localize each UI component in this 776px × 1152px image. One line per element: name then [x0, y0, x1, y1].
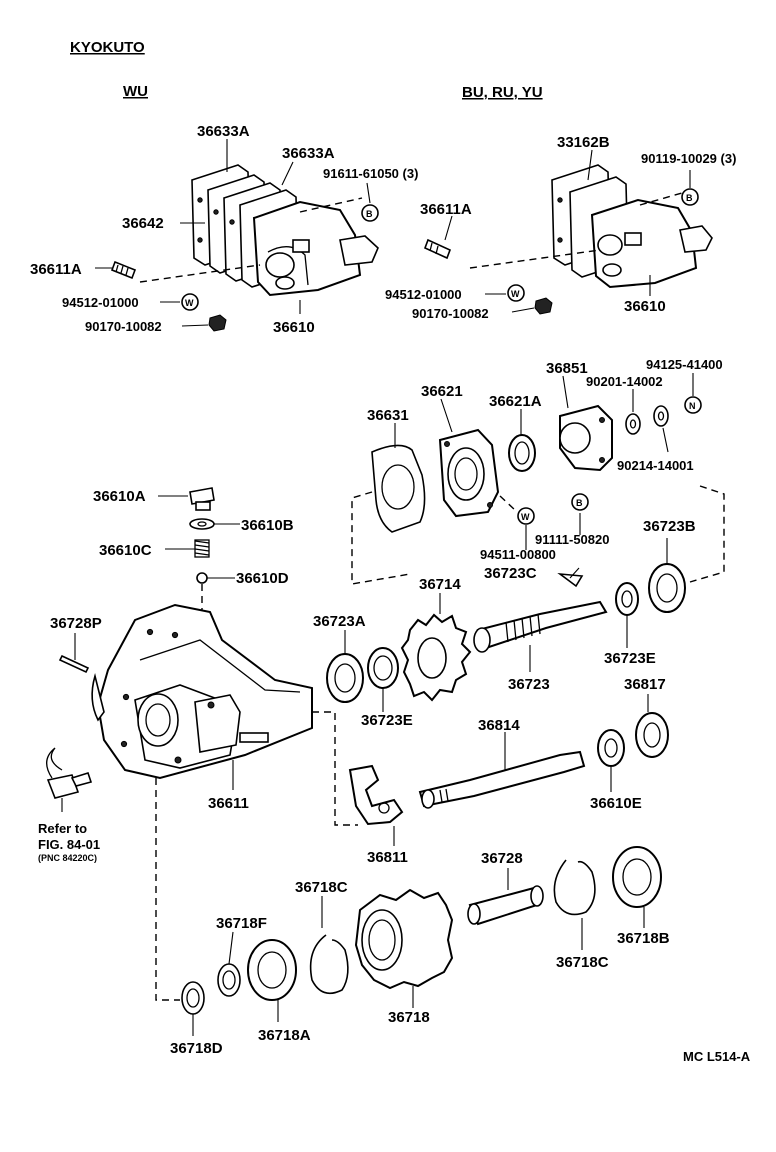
callout-36718C-1: 36718C: [295, 879, 348, 896]
callout-33162B: 33162B: [557, 134, 610, 151]
callout-36642: 36642: [122, 215, 164, 232]
callout-36728P: 36728P: [50, 615, 102, 632]
marker-n-icon: [684, 396, 702, 414]
callout-36633A-1: 36633A: [197, 123, 250, 140]
callout-36611A-right: 36611A: [420, 201, 472, 218]
shift-parts: [348, 712, 669, 826]
callout-36610-right: 36610: [624, 298, 666, 315]
callout-36723: 36723: [508, 676, 550, 693]
housing-36611: [91, 603, 358, 1001]
callout-36621A: 36621A: [489, 393, 542, 410]
callout-90201-14002: 90201-14002: [586, 374, 663, 389]
callout-36723E-2: 36723E: [604, 650, 656, 667]
pto-case-assembly-bu-ru-yu: [423, 164, 713, 315]
callout-36718B: 36718B: [617, 930, 670, 947]
marker-b-icon: [361, 204, 379, 222]
svg-text:B: B: [686, 193, 693, 203]
callout-36610C: 36610C: [99, 542, 152, 559]
callout-36723C: 36723C: [484, 565, 537, 582]
callout-36718D: 36718D: [170, 1040, 223, 1057]
brand-heading: KYOKUTO: [70, 39, 145, 56]
marker-w-icon: [517, 507, 535, 525]
callout-90214-14001: 90214-14001: [617, 458, 694, 473]
callout-36718C-2: 36718C: [556, 954, 609, 971]
svg-text:W: W: [511, 289, 520, 299]
callout-36718: 36718: [388, 1009, 430, 1026]
callout-36610-left: 36610: [273, 319, 315, 336]
marker-b-icon: [571, 493, 589, 511]
callout-36718F: 36718F: [216, 915, 267, 932]
callout-36723E-1: 36723E: [361, 712, 413, 729]
callout-36633A-2: 36633A: [282, 145, 335, 162]
callout-36811: 36811: [367, 849, 408, 866]
diagram-code: MC L514-A: [683, 1049, 751, 1064]
callout-36817: 36817: [624, 676, 666, 693]
svg-text:B: B: [576, 498, 583, 508]
callout-36728: 36728: [481, 850, 523, 867]
svg-text:B: B: [366, 209, 373, 219]
svg-text:N: N: [689, 401, 696, 411]
reference-line2: FIG. 84-01: [38, 837, 100, 852]
callout-90119-10029: 90119-10029 (3): [641, 151, 736, 166]
callout-94512-01000-right: 94512-01000: [385, 287, 462, 302]
callout-36610B: 36610B: [241, 517, 294, 534]
callout-91111-50820: 91111-50820: [535, 532, 609, 547]
marker-w-icon: [181, 293, 199, 311]
idler-gear-parts: [181, 846, 662, 1015]
callout-36631: 36631: [367, 407, 409, 424]
pin-36728P: [58, 654, 90, 674]
callout-90170-10082-left: 90170-10082: [85, 319, 162, 334]
callout-36611: 36611: [208, 795, 249, 812]
callout-36610A: 36610A: [93, 488, 146, 505]
pto-case-assembly-wu: [110, 164, 379, 332]
variant-heading-left: WU: [123, 83, 148, 100]
callout-36814: 36814: [478, 717, 520, 734]
svg-text:W: W: [521, 512, 530, 522]
callout-90170-10082-right: 90170-10082: [412, 306, 489, 321]
callout-94511-00800: 94511-00800: [480, 547, 556, 562]
output-shaft-parts: [326, 563, 686, 703]
callout-36723A: 36723A: [313, 613, 366, 630]
callout-94512-01000-left: 94512-01000: [62, 295, 139, 310]
callout-36610E: 36610E: [590, 795, 642, 812]
reference-line1: Refer to: [38, 821, 87, 836]
reference-switch: [46, 747, 93, 812]
svg-text:W: W: [185, 298, 194, 308]
cover-parts: [351, 404, 725, 585]
marker-b-icon: [681, 188, 699, 206]
callout-36714: 36714: [419, 576, 461, 593]
callout-36723B: 36723B: [643, 518, 696, 535]
callout-36851: 36851: [546, 360, 588, 377]
callout-36610D: 36610D: [236, 570, 289, 587]
variant-heading-right: BU, RU, YU: [462, 84, 543, 101]
callout-91611-61050: 91611-61050 (3): [323, 166, 418, 181]
callout-94125-41400: 94125-41400: [646, 357, 723, 372]
callout-36611A-left: 36611A: [30, 261, 82, 278]
callout-36718A: 36718A: [258, 1027, 311, 1044]
reference-line3: (PNC 84220C): [38, 853, 97, 863]
marker-w-icon: [507, 284, 525, 302]
callout-36621: 36621: [421, 383, 463, 400]
